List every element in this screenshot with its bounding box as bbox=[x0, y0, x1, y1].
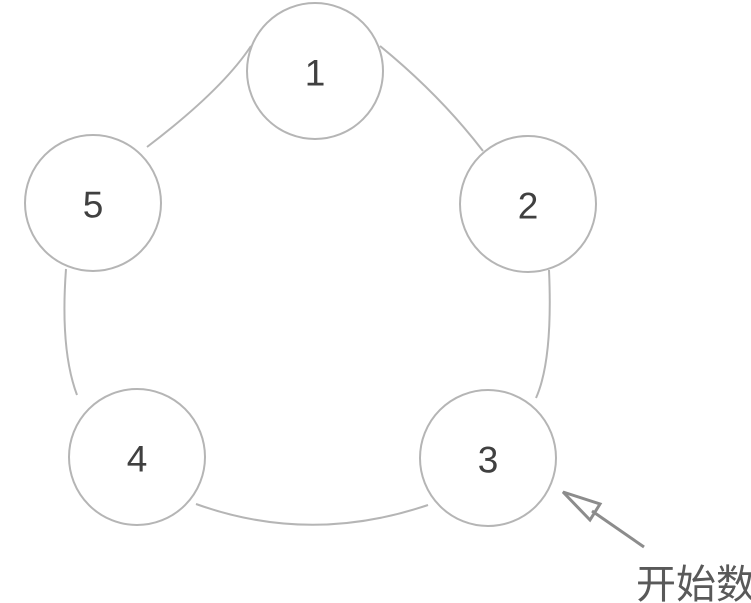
node-1-label: 1 bbox=[305, 53, 326, 94]
edge-3-to-4 bbox=[195, 503, 429, 526]
node-5-label: 5 bbox=[83, 185, 104, 226]
annotation-arrow-head-icon bbox=[561, 490, 603, 523]
edge-2-to-3 bbox=[535, 269, 551, 399]
node-1-circle[interactable] bbox=[246, 2, 384, 140]
node-3-label: 3 bbox=[478, 440, 499, 481]
node-3-circle[interactable] bbox=[419, 389, 557, 527]
edge-4-to-5 bbox=[63, 268, 78, 396]
node-4-label: 4 bbox=[127, 439, 148, 480]
node-5-circle[interactable] bbox=[24, 134, 162, 272]
node-1[interactable]: 1 bbox=[246, 2, 384, 140]
edge-1-to-2 bbox=[379, 45, 484, 152]
node-5[interactable]: 5 bbox=[24, 134, 162, 272]
node-2-label: 2 bbox=[518, 186, 539, 227]
annotation-arrow-shaft bbox=[591, 509, 645, 549]
node-2[interactable]: 2 bbox=[459, 135, 597, 273]
node-3[interactable]: 3 bbox=[419, 389, 557, 527]
start-number-annotation: 开始数 bbox=[561, 490, 751, 603]
annotation-label: 开始数 bbox=[636, 562, 751, 603]
node-2-circle[interactable] bbox=[459, 135, 597, 273]
node-4-circle[interactable] bbox=[68, 388, 206, 526]
node-4[interactable]: 4 bbox=[68, 388, 206, 526]
node-group: 1 2 3 4 5 bbox=[24, 2, 597, 527]
edge-5-to-1 bbox=[146, 45, 252, 148]
edge-group bbox=[63, 45, 551, 526]
